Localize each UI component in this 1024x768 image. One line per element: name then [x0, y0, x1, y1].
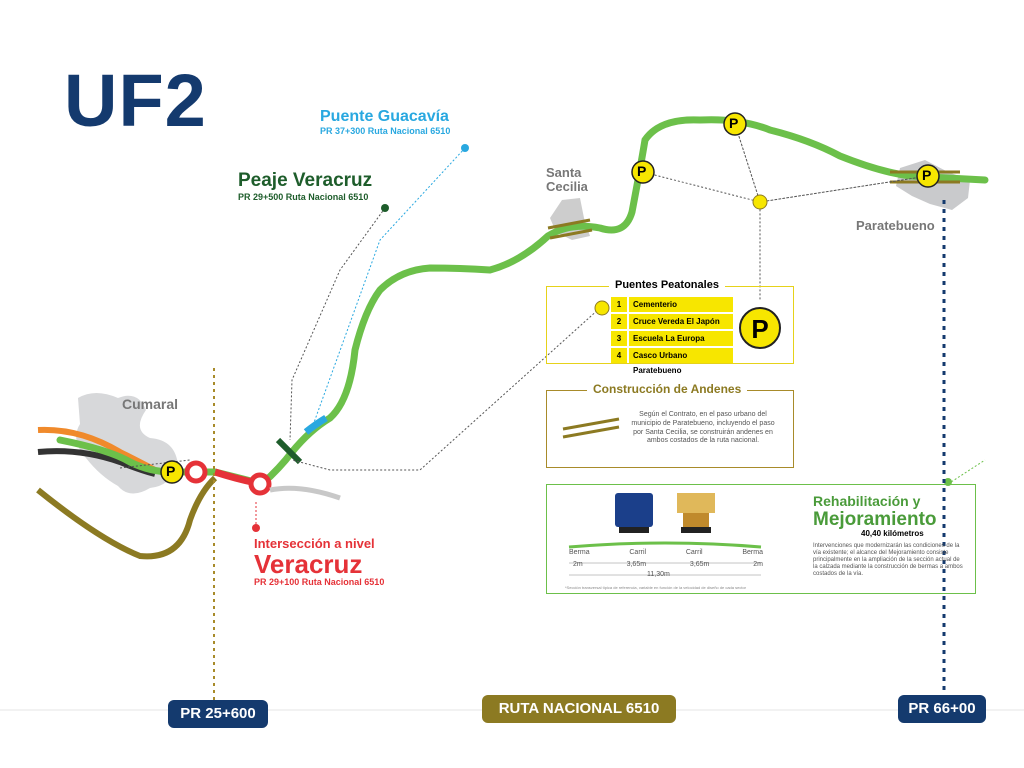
road-section-diagram: [568, 541, 762, 576]
puentes-leader: [291, 307, 601, 471]
truck-icons: [615, 493, 715, 533]
parking-marker-4: [916, 164, 940, 188]
parking-marker-1: [160, 460, 184, 484]
section-widths: 2m 3,65m 3,65m 2m: [573, 561, 763, 568]
town-label-paratebueno: Paratebueno: [856, 218, 935, 233]
andenes-icon: [562, 417, 620, 439]
interseccion-subtitle: PR 29+100 Ruta Nacional 6510: [254, 577, 385, 587]
rehab-text: Intervenciones que modernizarán las cond…: [813, 543, 963, 577]
andenes-box: Construcción de Andenes Según el Contrat…: [546, 382, 794, 468]
andenes-title: Construcción de Andenes: [587, 382, 748, 396]
roundabout-1: [184, 460, 208, 484]
parking-big-icon: P: [739, 307, 781, 349]
marker-start: PR 25+600: [168, 700, 268, 728]
guacavia-bridge-segment: [303, 414, 328, 435]
list-item: 2 Cruce Vereda El Japón: [611, 314, 733, 329]
page-title: UF2: [64, 59, 207, 142]
puente-guacavia-title: Puente Guacavía: [320, 108, 449, 125]
andenes-text: Según el Contrato, en el paso urbano del…: [631, 411, 775, 445]
puentes-peatonales-list: 1 Cementerio 2 Cruce Vereda El Japón 3 E…: [611, 297, 733, 375]
interseccion-line1: Intersección a nivel: [254, 536, 375, 551]
town-label-santa-cecilia: Santa Cecilia: [546, 165, 588, 195]
interseccion-line2: Veracruz: [254, 549, 363, 579]
rehab-title1: Rehabilitación y: [813, 493, 921, 509]
parking-letter-3: P: [729, 115, 739, 131]
peaje-leader: [289, 207, 386, 441]
puentes-peatonales-box: Puentes Peatonales 1 Cementerio 2 Cruce …: [546, 279, 794, 375]
puente-guacavia-subtitle: PR 37+300 Ruta Nacional 6510: [320, 126, 451, 136]
toll-bar: [275, 437, 303, 465]
p-network: [642, 123, 929, 300]
rehab-title2: Mejoramiento: [813, 509, 937, 530]
peaje-title: Peaje Veracruz: [238, 170, 373, 191]
list-item: 3 Escuela La Europa: [611, 331, 733, 346]
section-total: 11,30m: [647, 571, 670, 578]
peaje-callout: Peaje Veracruz PR 29+500 Ruta Nacional 6…: [238, 170, 372, 202]
parking-marker-2: [631, 160, 655, 184]
gold-road: [36, 475, 218, 560]
guacavia-leader: [311, 147, 466, 429]
list-item: 1 Cementerio: [611, 297, 733, 312]
parking-letter-4: P: [922, 167, 932, 183]
town-label-cumaral: Cumaral: [122, 396, 179, 412]
list-item: 4 Casco Urbano Paratebueno: [611, 348, 733, 375]
section-note: *Sección transversal típica de referenci…: [565, 585, 746, 590]
rehabilitacion-box: Berma Carril Carril Berma 2m 3,65m 3,65m…: [546, 484, 976, 594]
marker-end: PR 66+00: [898, 695, 986, 723]
parking-letter-2: P: [637, 163, 647, 179]
section-labels: Berma Carril Carril Berma: [569, 549, 763, 556]
puente-guacavia-callout: Puente Guacavía PR 37+300 Ruta Nacional …: [320, 108, 450, 136]
marker-route: RUTA NACIONAL 6510: [482, 695, 676, 723]
peaje-subtitle: PR 29+500 Ruta Nacional 6510: [238, 192, 369, 202]
rehab-km: 40,40 kilómetros: [861, 529, 924, 538]
puentes-peatonales-title: Puentes Peatonales: [609, 279, 725, 291]
grey-road: [269, 485, 341, 501]
roundabout-2: [248, 472, 272, 496]
green-route: [56, 116, 989, 488]
parking-marker-3: [723, 112, 747, 136]
parking-letter-1: P: [166, 463, 176, 479]
rehab-leader: [947, 459, 986, 485]
interseccion-callout: Intersección a nivel Veracruz PR 29+100 …: [254, 536, 384, 587]
